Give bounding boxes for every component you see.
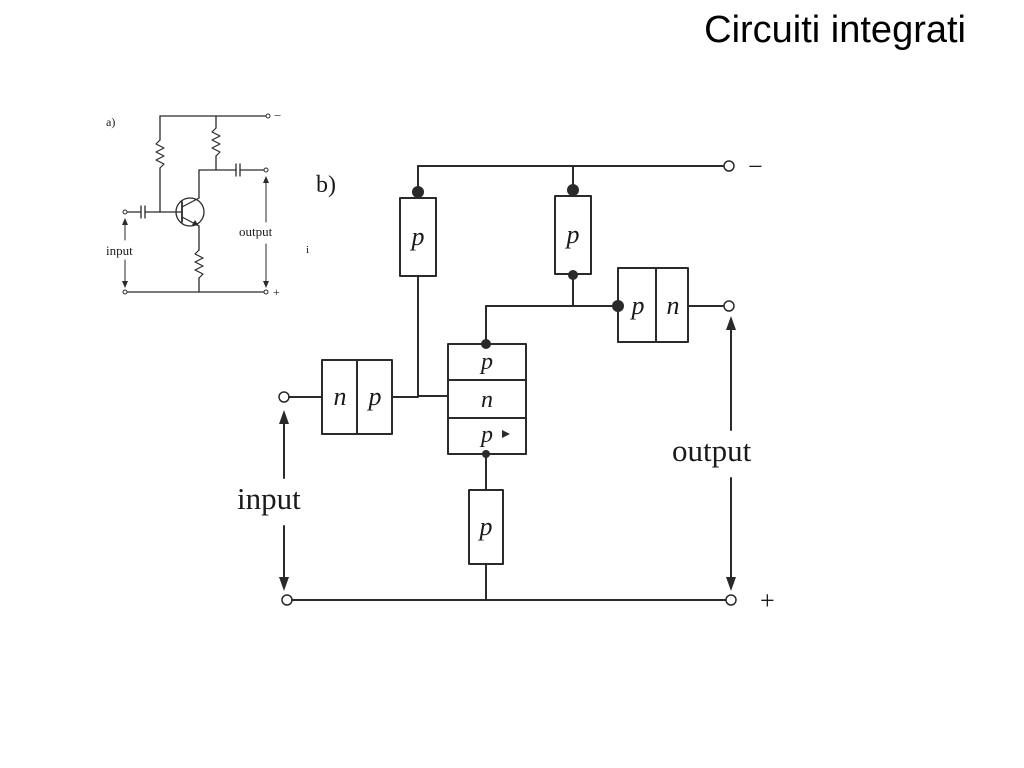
diagram-a-minus-terminal [265,113,271,119]
diagram-a-emitter-resistor [194,249,204,279]
diagram-a-input-label: input [106,243,133,258]
diagram-b: b) − p p p n p n p [237,152,775,615]
diagram-a-input-terminal [122,209,128,215]
diagram-a: a) − [106,108,309,299]
slide-title: Circuiti integrati [704,9,966,51]
diagram-b-region-label: p [479,422,493,448]
diagram-b-region-label: p [565,220,580,249]
diagram-a-label: a) [106,115,115,129]
diagram-b-minus-sign: − [748,152,763,181]
diagram-b-region-label: p [478,512,493,541]
diagram-b-region-label: p [479,349,493,375]
diagram-a-plus-sign: + [273,285,280,299]
diagram-b-minus-terminal [723,160,735,172]
diagram-b-output-label: output [672,433,752,468]
diagram-b-region-label: p [410,222,425,251]
diagram-a-output-label: output [239,224,273,239]
diagram-b-region-label: n [481,387,493,413]
diagram-b-region-label: n [667,291,680,320]
diagram-b-input-terminal [278,391,290,403]
diagram-a-stray-mark: i [306,244,309,256]
diagram-b-contact-dot [412,186,424,198]
diagram-b-region-label: p [630,291,645,320]
diagram-b-contact-dot [567,184,579,196]
diagram-b-region-label: p [367,382,382,411]
diagram-a-minus-sign: − [274,108,281,123]
diagram-b-plus-sign: + [760,586,775,615]
diagram-b-label: b) [316,172,336,198]
diagram-b-plus-terminal [725,594,737,606]
diagram-b-region-label: n [334,382,347,411]
diagram-b-input-label: input [237,481,301,516]
diagram-b-output-terminal [723,300,735,312]
diagram-a-collector-resistor [211,127,221,157]
diagram-a-base-resistor [155,139,165,169]
